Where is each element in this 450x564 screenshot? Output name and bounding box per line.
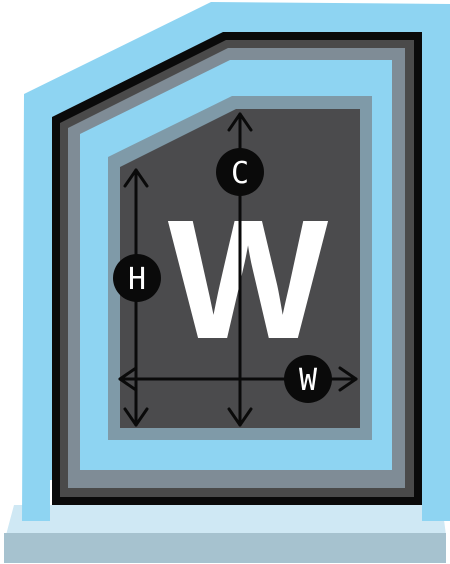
width-arrow-head-left [118, 366, 138, 392]
center-letter: W [168, 185, 329, 375]
height-arrow-head-top [123, 168, 149, 188]
height-arrow-head-bottom [123, 407, 149, 427]
c-marker-label: C [231, 156, 249, 191]
center-arrow-head-bottom [227, 407, 253, 427]
center-arrow-head-top [227, 112, 253, 132]
c-marker: C [216, 148, 264, 196]
h-marker: H [113, 254, 161, 302]
w-marker-label: W [299, 363, 318, 398]
h-marker-circle [113, 254, 161, 302]
width-arrow-head-right [338, 366, 358, 392]
base-top [6, 505, 446, 535]
base-front [4, 533, 446, 563]
c-marker-circle [216, 148, 264, 196]
w-marker-circle [284, 355, 332, 403]
h-marker-label: H [128, 262, 146, 297]
w-marker: W [284, 355, 332, 403]
